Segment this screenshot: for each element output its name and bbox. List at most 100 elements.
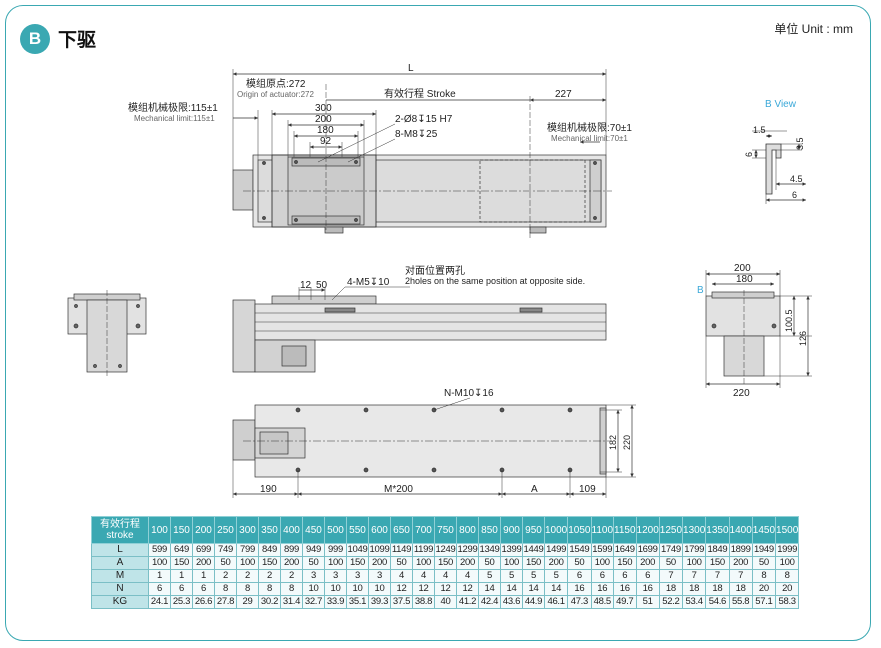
row-label: M: [91, 569, 149, 583]
bottom-nm: N-M10↧16: [444, 388, 494, 399]
table-cell: 18: [705, 582, 730, 596]
table-cell: 4: [390, 569, 413, 583]
table-cell: 799: [236, 543, 259, 557]
table-cell: 50: [478, 556, 501, 570]
table-cell: 100: [682, 556, 707, 570]
table-cell: 8: [214, 582, 237, 596]
table-cell: 32.7: [302, 595, 325, 609]
table-cell: 31.4: [280, 595, 303, 609]
table-cell: 44.9: [522, 595, 545, 609]
table-cell: 6: [635, 569, 660, 583]
panel-frame: [5, 5, 871, 641]
unit-label: 单位 Unit : mm: [774, 22, 853, 36]
table-cell: 3: [324, 569, 347, 583]
origin-cn: 模组原点:272: [246, 77, 306, 90]
note-cn: 对面位置两孔: [405, 264, 465, 277]
dim-200: 200: [315, 114, 332, 125]
table-cell: 3: [368, 569, 391, 583]
table-cell: 5: [522, 569, 545, 583]
header-stroke-cell: 1150: [613, 516, 637, 544]
table-cell: 24.1: [148, 595, 171, 609]
left-end-view: [67, 290, 147, 378]
table-cell: 150: [258, 556, 281, 570]
table-cell: 1399: [500, 543, 523, 557]
table-cell: 1849: [705, 543, 730, 557]
header-stroke-cell: 1100: [590, 516, 615, 544]
table-cell: 200: [280, 556, 303, 570]
table-cell: 100: [775, 556, 800, 570]
end-dim-200: 200: [734, 263, 751, 274]
table-cell: 200: [456, 556, 479, 570]
table-cell: 1299: [456, 543, 479, 557]
table-cell: 2: [214, 569, 237, 583]
table-cell: 949: [302, 543, 325, 557]
table-cell: 100: [148, 556, 171, 570]
table-cell: 1599: [590, 543, 615, 557]
dim-300: 300: [315, 103, 332, 114]
stroke-label: 有效行程 Stroke: [384, 87, 456, 100]
table-cell: 16: [590, 582, 615, 596]
table-cell: 1349: [478, 543, 501, 557]
table-cell: 48.5: [590, 595, 615, 609]
table-cell: 38.8: [412, 595, 435, 609]
table-cell: 7: [682, 569, 707, 583]
table-cell: 14: [543, 582, 569, 596]
table-cell: 100: [500, 556, 523, 570]
header-stroke-cell: 400: [280, 516, 303, 544]
table-cell: 14: [478, 582, 501, 596]
top-view: [232, 69, 612, 240]
bottom-view: [232, 397, 636, 498]
table-cell: 1049: [346, 543, 369, 557]
hole-spec-2: 8-M8↧25: [395, 129, 438, 140]
header-stroke-cell: 900: [500, 516, 523, 544]
table-cell: 51: [635, 595, 660, 609]
mech-limit-left-en: Mechanical limit:115±1: [134, 114, 215, 123]
table-cell: 43.6: [500, 595, 523, 609]
side-view: [232, 286, 607, 373]
right-end-view: [705, 270, 812, 388]
row-label: L: [91, 543, 149, 557]
table-cell: 46.1: [543, 595, 569, 609]
table-cell: 20: [775, 582, 800, 596]
table-cell: 150: [434, 556, 457, 570]
header-stroke-cell: 1400: [728, 516, 753, 544]
table-cell: 200: [635, 556, 660, 570]
table-cell: 55.8: [728, 595, 753, 609]
header-stroke-cell: 350: [258, 516, 281, 544]
table-cell: 1: [170, 569, 193, 583]
table-cell: 40: [434, 595, 457, 609]
header-stroke-cell: 500: [324, 516, 347, 544]
table-cell: 12: [434, 582, 457, 596]
table-cell: 599: [148, 543, 171, 557]
table-cell: 53.4: [682, 595, 707, 609]
table-cell: 2: [280, 569, 303, 583]
table-cell: 200: [543, 556, 569, 570]
table-cell: 2: [236, 569, 259, 583]
table-cell: 1: [148, 569, 171, 583]
table-cell: 37.5: [390, 595, 413, 609]
table-cell: 26.6: [192, 595, 215, 609]
table-cell: 1499: [543, 543, 569, 557]
table-cell: 6: [590, 569, 615, 583]
table-cell: 1449: [522, 543, 545, 557]
page-title: 下驱: [58, 30, 97, 51]
table-cell: 6: [613, 569, 637, 583]
table-cell: 52.2: [658, 595, 684, 609]
header-stroke-cell: 750: [434, 516, 457, 544]
bottom-dim-109: 109: [579, 484, 596, 495]
table-cell: 150: [346, 556, 369, 570]
table-cell: 10: [346, 582, 369, 596]
table-cell: 50: [214, 556, 237, 570]
table-cell: 150: [170, 556, 193, 570]
table-cell: 35.1: [346, 595, 369, 609]
table-cell: 150: [522, 556, 545, 570]
header-stroke-cell: 200: [192, 516, 215, 544]
bview-dim-6a: 6: [744, 152, 754, 157]
b-view-title: B View: [765, 99, 797, 110]
table-cell: 50: [567, 556, 592, 570]
b-marker: B: [697, 285, 704, 296]
